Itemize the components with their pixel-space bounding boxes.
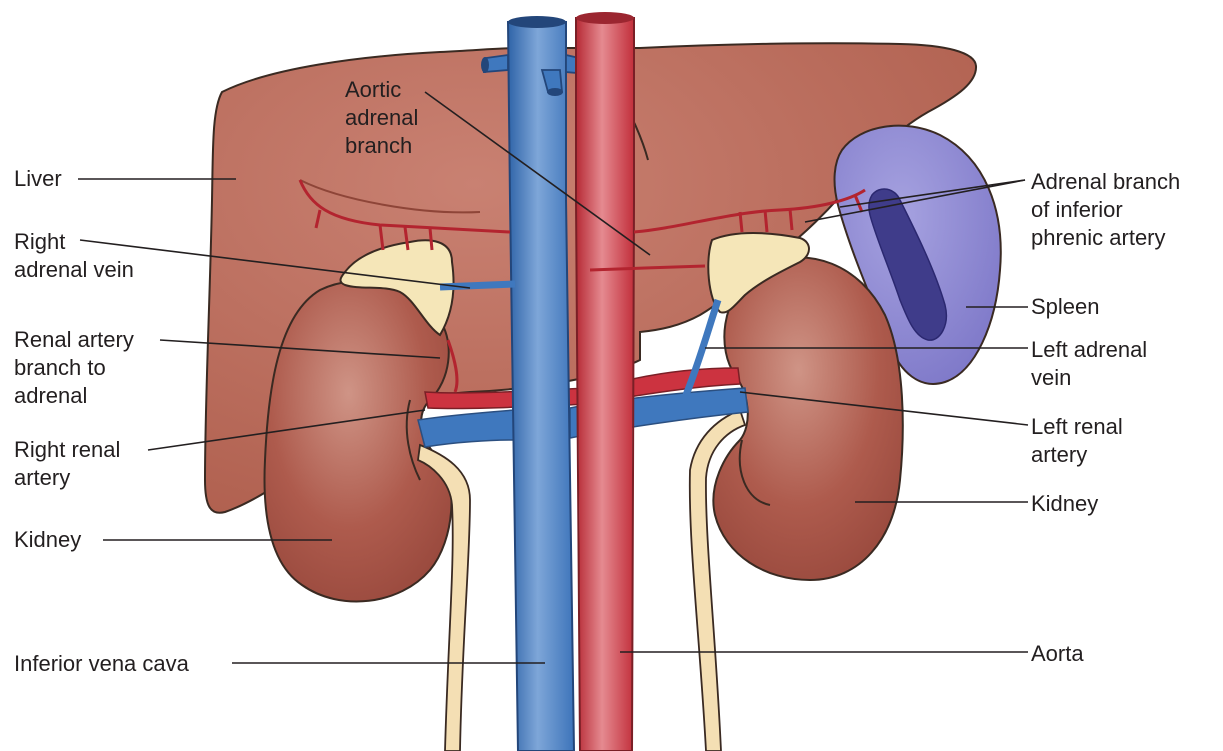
label-liver: Liver — [14, 165, 62, 193]
label-right-renal-artery-line-1: Right renal — [14, 436, 120, 464]
label-adrenal-branch-phrenic-line-2: of inferior — [1031, 196, 1180, 224]
label-kidney-right-line-1: Kidney — [1031, 490, 1098, 518]
label-adrenal-branch-phrenic-line-3: phrenic artery — [1031, 224, 1180, 252]
label-renal-artery-branch-line-2: branch to — [14, 354, 134, 382]
label-renal-artery-branch: Renal artery branch to adrenal — [14, 326, 134, 410]
inferior-vena-cava-shape — [508, 22, 574, 751]
label-aortic-adrenal-branch-line-3: branch — [345, 132, 418, 160]
ivc-top-opening-icon — [508, 16, 566, 28]
label-spleen: Spleen — [1031, 293, 1100, 321]
label-renal-artery-branch-line-1: Renal artery — [14, 326, 134, 354]
label-aorta-line-1: Aorta — [1031, 640, 1084, 668]
hepatic-vein-left-opening-icon — [481, 57, 489, 73]
aorta-shape — [576, 18, 634, 751]
label-kidney-right: Kidney — [1031, 490, 1098, 518]
label-right-adrenal-vein-line-2: adrenal vein — [14, 256, 134, 284]
label-aortic-adrenal-branch-line-1: Aortic — [345, 76, 418, 104]
label-kidney-left: Kidney — [14, 526, 81, 554]
label-spleen-line-1: Spleen — [1031, 293, 1100, 321]
label-right-renal-artery-line-2: artery — [14, 464, 120, 492]
label-left-adrenal-vein-line-2: vein — [1031, 364, 1147, 392]
label-aorta: Aorta — [1031, 640, 1084, 668]
label-inferior-vena-cava: Inferior vena cava — [14, 650, 189, 678]
right-renal-vein — [418, 410, 515, 447]
label-aortic-adrenal-branch: Aortic adrenal branch — [345, 76, 418, 160]
label-left-renal-artery-line-2: artery — [1031, 441, 1123, 469]
label-renal-artery-branch-line-3: adrenal — [14, 382, 134, 410]
label-kidney-left-line-1: Kidney — [14, 526, 81, 554]
label-liver-line-1: Liver — [14, 165, 62, 193]
label-right-adrenal-vein: Right adrenal vein — [14, 228, 134, 284]
label-right-adrenal-vein-line-1: Right — [14, 228, 134, 256]
hepatic-vein-middle-opening-icon — [547, 88, 563, 96]
label-left-renal-artery: Left renal artery — [1031, 413, 1123, 469]
label-left-adrenal-vein: Left adrenal vein — [1031, 336, 1147, 392]
label-right-renal-artery: Right renal artery — [14, 436, 120, 492]
label-inferior-vena-cava-line-1: Inferior vena cava — [14, 650, 189, 678]
label-adrenal-branch-phrenic: Adrenal branch of inferior phrenic arter… — [1031, 168, 1180, 252]
aorta-top-opening-icon — [576, 12, 634, 24]
label-adrenal-branch-phrenic-line-1: Adrenal branch — [1031, 168, 1180, 196]
label-left-renal-artery-line-1: Left renal — [1031, 413, 1123, 441]
label-left-adrenal-vein-line-1: Left adrenal — [1031, 336, 1147, 364]
label-aortic-adrenal-branch-line-2: adrenal — [345, 104, 418, 132]
